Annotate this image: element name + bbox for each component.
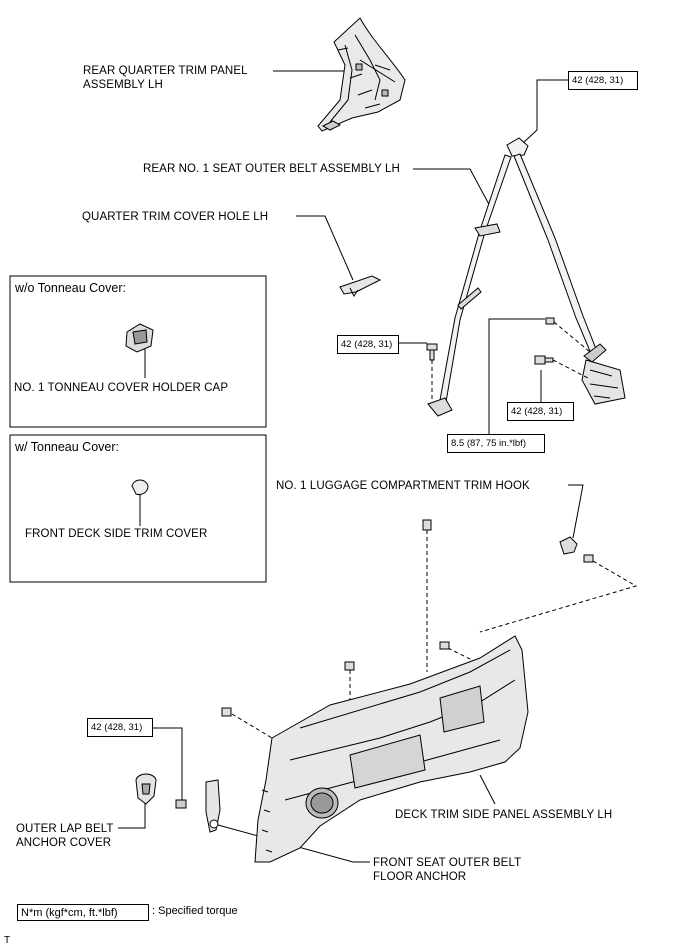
floor-anchor-drawing: [175, 779, 221, 833]
label-front-seat-floor-anchor: FRONT SEAT OUTER BELT FLOOR ANCHOR: [373, 857, 522, 883]
label-outer-lap-belt-cover: OUTER LAP BELT ANCHOR COVER: [16, 823, 114, 849]
deck-trim-side-panel-drawing: [254, 635, 529, 863]
legend-unit-box: N*m (kgf*cm, ft.*lbf): [17, 904, 149, 921]
belt-dashed-lines: [431, 321, 591, 402]
box-with-tonneau: [9, 434, 267, 583]
front-deck-side-trim-cover-drawing: [131, 479, 149, 495]
seat-belt-assembly-drawing: [427, 137, 626, 417]
leader-seat-belt: [413, 168, 493, 211]
torque-box-retractor-bolt: 42 (428, 31): [507, 402, 574, 421]
leader-quarter-cover-hole: [296, 215, 354, 281]
label-deck-trim-side-panel: DECK TRIM SIDE PANEL ASSEMBLY LH: [395, 809, 613, 821]
trim-hook-drawing: [559, 536, 594, 563]
leader-torque-lower: [152, 727, 183, 803]
leader-trim-hook: [568, 484, 584, 539]
label-tonneau-holder-cap: NO. 1 TONNEAU COVER HOLDER CAP: [14, 382, 229, 394]
label-quarter-trim-cover-hole: QUARTER TRIM COVER HOLE LH: [82, 211, 269, 223]
label-rear-quarter-trim-panel: REAR QUARTER TRIM PANEL ASSEMBLY LH: [83, 65, 248, 91]
label-luggage-trim-hook: NO. 1 LUGGAGE COMPARTMENT TRIM HOOK: [276, 480, 530, 492]
box-without-tonneau: [9, 275, 267, 428]
rear-quarter-trim-panel-drawing: [317, 17, 406, 132]
box-title-with-tonneau: w/ Tonneau Cover:: [15, 440, 119, 454]
leader-lap-cover: [118, 800, 146, 829]
lap-belt-anchor-cover-drawing: [135, 773, 157, 805]
tonneau-holder-cap-drawing: [125, 323, 154, 353]
torque-box-8-5: 8.5 (87, 75 in.*lbf): [447, 434, 545, 453]
leader-torque-8-5: [488, 318, 545, 435]
label-rear-seat-outer-belt: REAR NO. 1 SEAT OUTER BELT ASSEMBLY LH: [143, 163, 400, 175]
leader-deck-panel: [479, 774, 496, 805]
quarter-trim-cover-hole-drawing: [339, 275, 382, 297]
footer-mark: T: [4, 935, 11, 946]
belt-bolts-drawing: [426, 317, 555, 365]
box-title-without-tonneau: w/o Tonneau Cover:: [15, 281, 126, 295]
leader-torque-top: [522, 79, 568, 144]
torque-box-belt-lower-bolt: 42 (428, 31): [337, 335, 399, 354]
label-front-deck-side-trim-cover: FRONT DECK SIDE TRIM COVER: [25, 528, 208, 540]
torque-box-belt-top: 42 (428, 31): [568, 71, 638, 90]
legend-text: : Specified torque: [152, 905, 238, 917]
panel-bolts-drawing: [221, 519, 450, 717]
torque-box-lower-left: 42 (428, 31): [87, 718, 153, 737]
